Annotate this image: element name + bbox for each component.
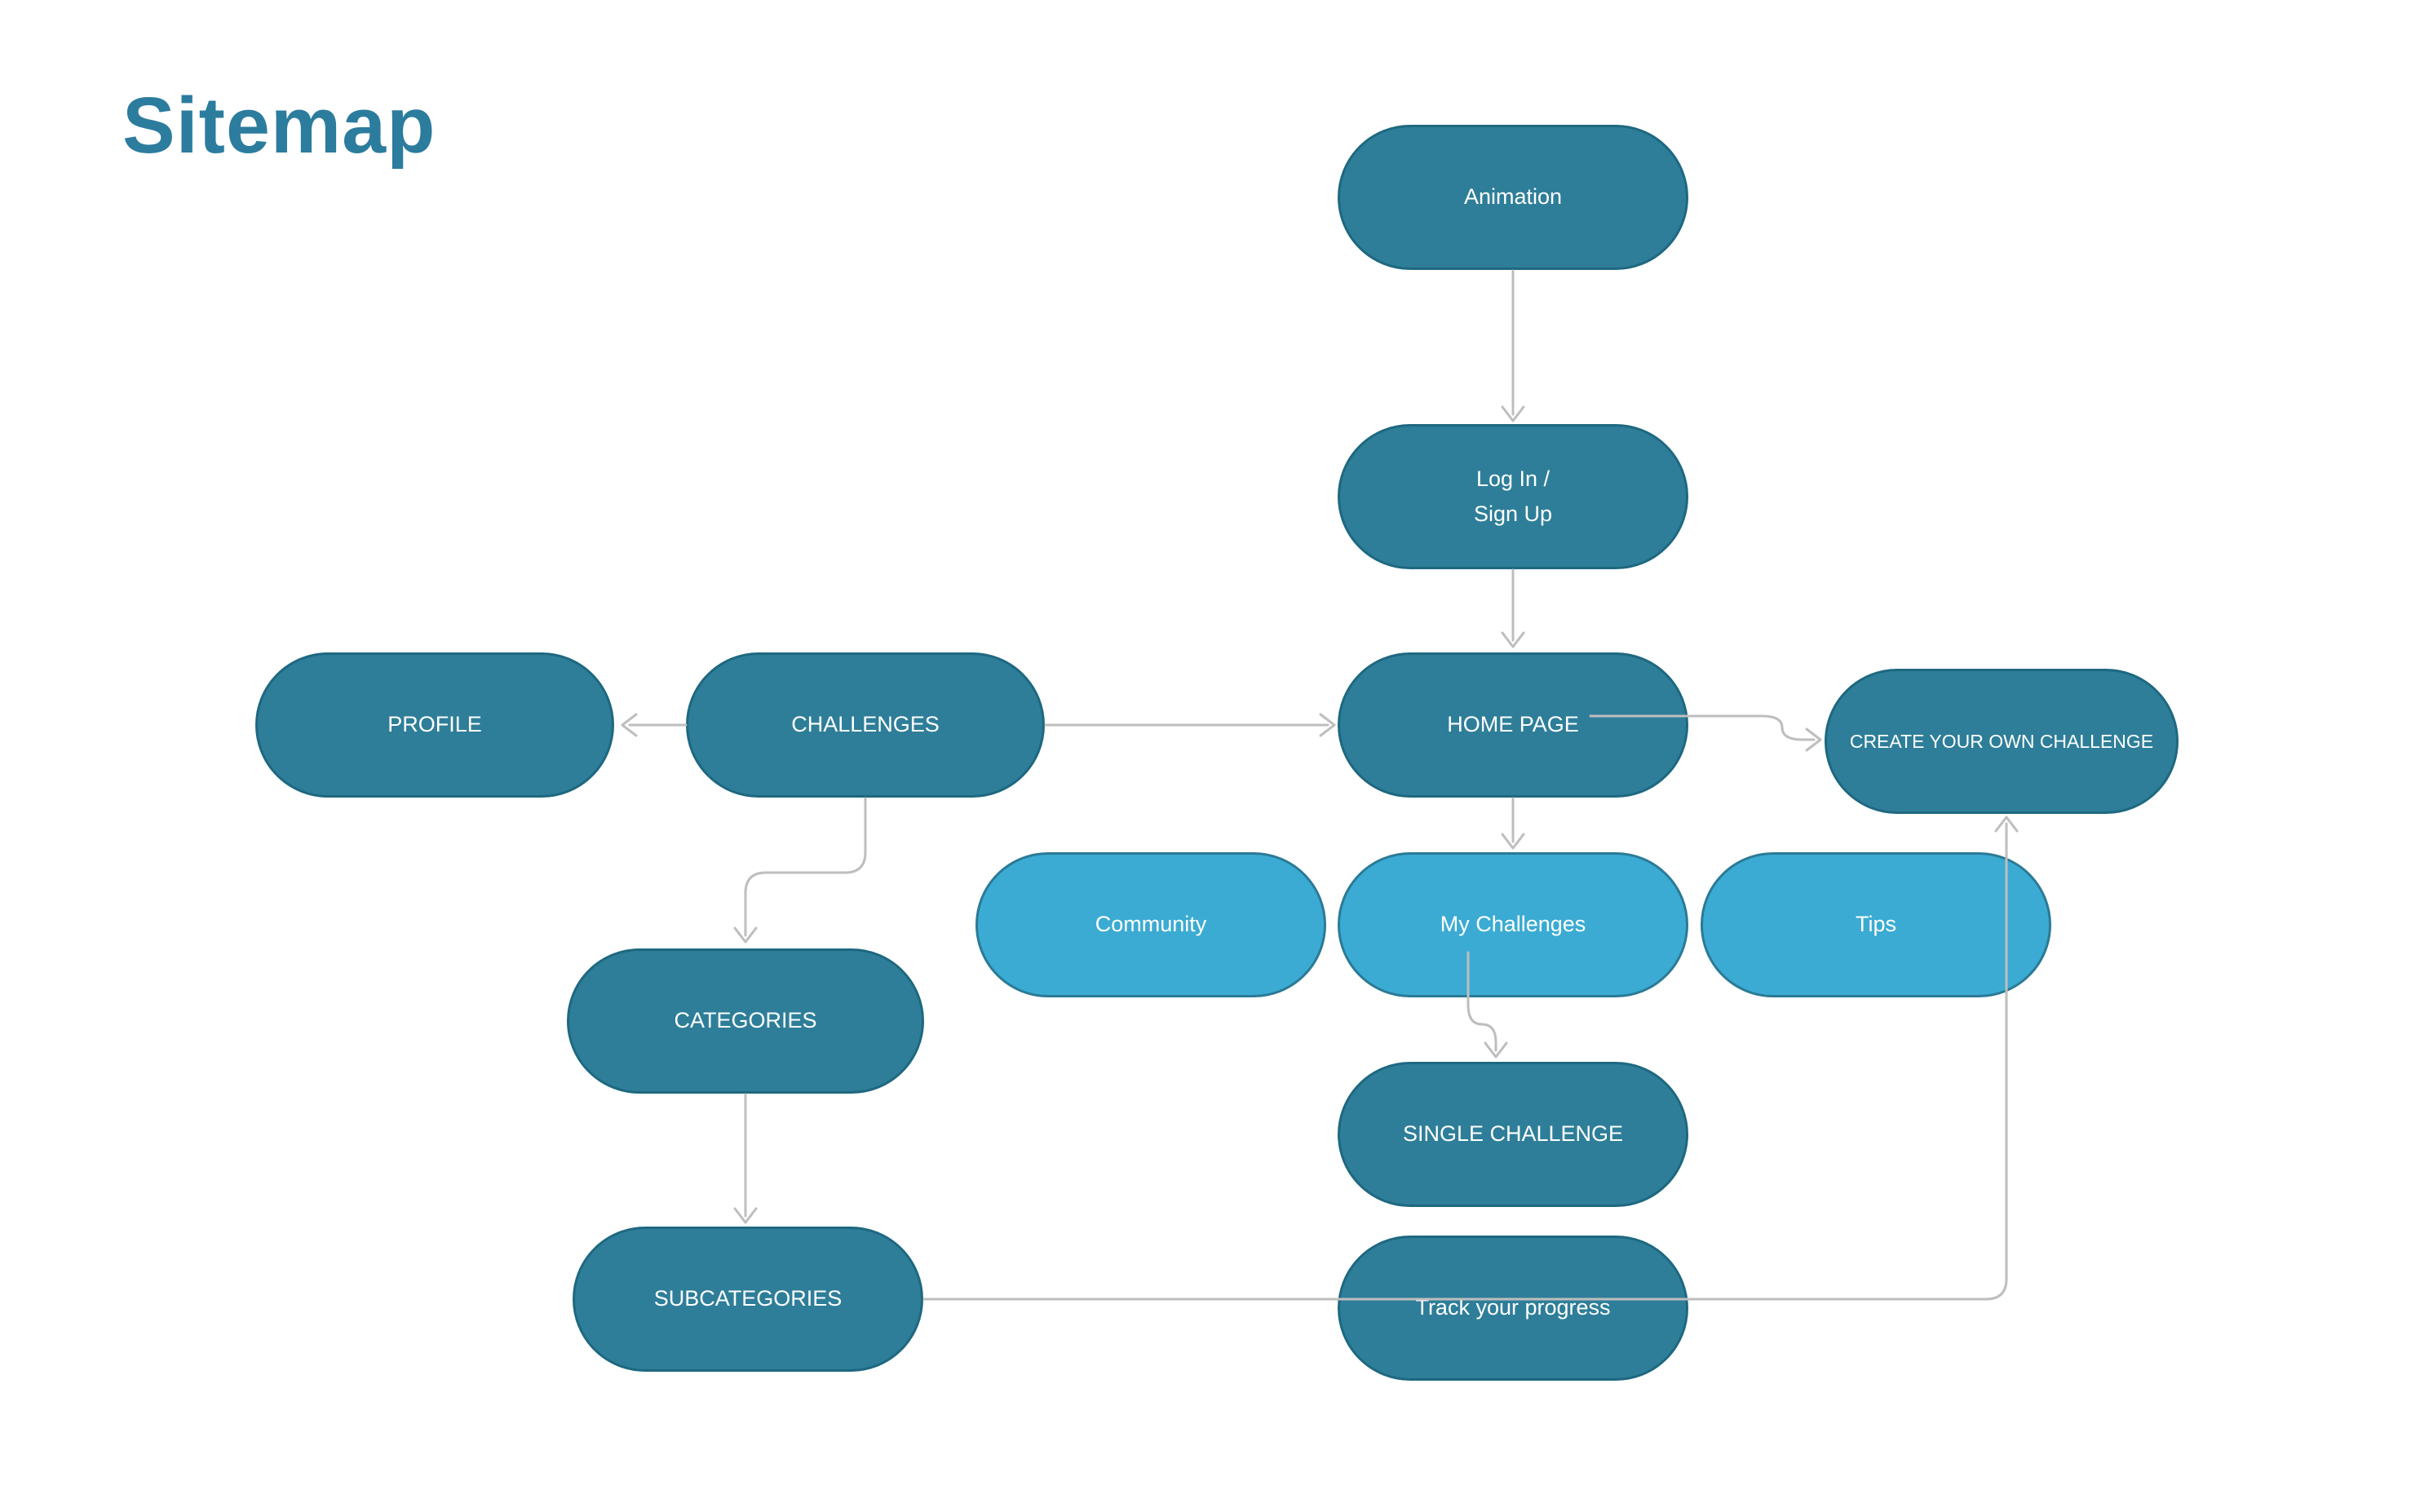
node-label: Tips: [1855, 912, 1896, 937]
node-label: SINGLE CHALLENGE: [1402, 1121, 1624, 1147]
node-label: Community: [1095, 912, 1207, 937]
node-community[interactable]: Community: [975, 852, 1326, 997]
node-label: Track your progress: [1415, 1295, 1611, 1320]
node-label: HOME PAGE: [1447, 712, 1579, 737]
node-label: CATEGORIES: [674, 1008, 817, 1033]
node-create-challenge[interactable]: CREATE YOUR OWN CHALLENGE: [1825, 669, 2179, 814]
node-label: Animation: [1463, 184, 1563, 210]
node-single-challenge[interactable]: SINGLE CHALLENGE: [1338, 1062, 1688, 1207]
node-animation[interactable]: Animation: [1338, 125, 1688, 270]
node-label: My Challenges: [1440, 912, 1586, 937]
node-label: CHALLENGES: [791, 712, 940, 737]
node-categories[interactable]: CATEGORIES: [567, 948, 924, 1094]
node-profile[interactable]: PROFILE: [255, 652, 614, 798]
node-login[interactable]: Log In / Sign Up: [1338, 424, 1688, 569]
node-home-page[interactable]: HOME PAGE: [1338, 652, 1688, 798]
node-challenges[interactable]: CHALLENGES: [686, 652, 1045, 798]
node-my-challenges[interactable]: My Challenges: [1338, 852, 1688, 997]
node-subcategories[interactable]: SUBCATEGORIES: [573, 1227, 923, 1372]
node-tips[interactable]: Tips: [1701, 852, 2051, 997]
node-label: Log In / Sign Up: [1473, 466, 1553, 526]
page-title: Sitemap: [122, 81, 436, 170]
node-track-progress[interactable]: Track your progress: [1338, 1236, 1688, 1381]
node-label: PROFILE: [387, 712, 482, 737]
node-label: SUBCATEGORIES: [653, 1286, 843, 1311]
node-label: CREATE YOUR OWN CHALLENGE: [1849, 730, 2154, 752]
